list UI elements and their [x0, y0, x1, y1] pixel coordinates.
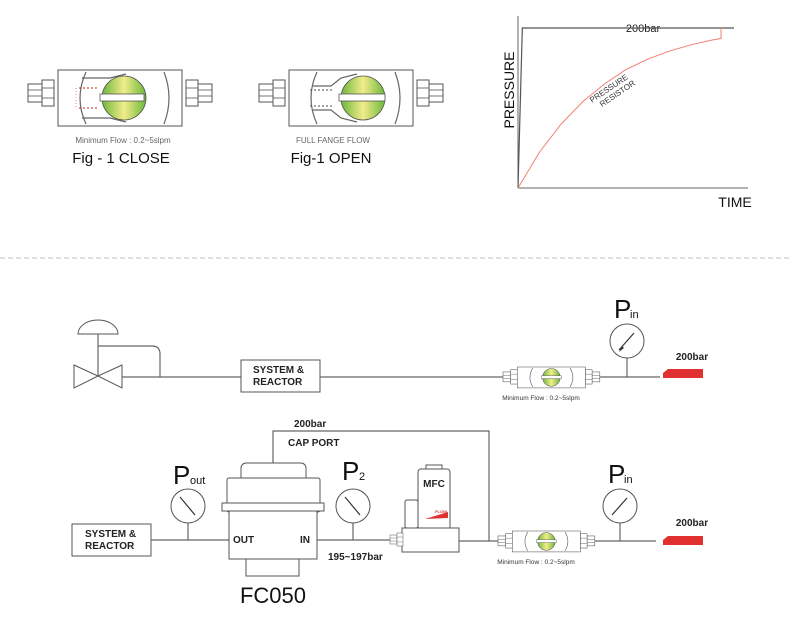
valve-open-figure — [258, 69, 444, 127]
mfc-device — [389, 464, 460, 553]
flow-arrow-icon — [663, 536, 703, 545]
inlet-pressure-label: 200bar — [676, 518, 708, 529]
gauge-out-label: P — [173, 460, 190, 490]
flow-arrow-icon — [663, 369, 703, 378]
pressure-gauge-out-icon — [170, 488, 206, 524]
flow-arrow-icon — [425, 512, 448, 519]
in-port-label: IN — [300, 535, 310, 546]
flow-dots — [75, 87, 97, 109]
valve-close-subcaption: Minimum Flow : 0.2~5slpm — [75, 136, 171, 145]
flow-limiting-valve-icon — [497, 530, 596, 553]
out-port-label: OUT — [233, 535, 254, 546]
inlet-pressure-label: 200bar — [676, 352, 708, 363]
system-reactor-label-1: SYSTEM & — [253, 365, 304, 376]
pressure-gauge-in-icon — [602, 488, 638, 524]
series-direct — [517, 27, 734, 189]
system-reactor-label-1: SYSTEM & — [85, 529, 136, 540]
gauge-in-label: P — [614, 294, 631, 324]
gauge-in-sub: in — [624, 474, 633, 486]
gauge-in-sub: in — [630, 309, 639, 321]
system-reactor-box — [71, 523, 152, 557]
gauge-out-sub: out — [190, 475, 205, 487]
device-name: FC050 — [240, 583, 306, 608]
flow-dots — [310, 89, 332, 107]
pressure-gauge-2-icon — [335, 488, 371, 524]
gauge-2-sub: 2 — [359, 471, 365, 483]
mfc-flow-label: FLOW — [435, 509, 447, 514]
cap-port-label: CAP PORT — [288, 438, 340, 449]
diagram-2: SYSTEM & REACTOR P out OUT IN FC050 200b… — [71, 419, 708, 608]
valve-caption: Minimum Flow : 0.2~5slpm — [502, 395, 579, 402]
pressure-resistor-annotation: PRESSURE RESISTOR — [588, 73, 637, 109]
system-reactor-label-2: REACTOR — [253, 377, 303, 388]
valve-open-subcaption: FULL FANGE FLOW — [296, 136, 370, 145]
fc050-device — [221, 462, 325, 577]
diagram-1: SYSTEM & REACTOR Minimum Flow : 0.2~5slp… — [73, 294, 708, 402]
valve-close-figure — [27, 69, 213, 127]
series-pressure-resistor — [517, 28, 722, 189]
y-axis-label: PRESSURE — [501, 51, 517, 128]
x-axis-label: TIME — [718, 194, 751, 210]
annotation-200bar: 200bar — [626, 23, 661, 35]
gauge-2-label: P — [342, 456, 359, 486]
system-reactor-box — [240, 359, 321, 393]
valve-open-caption: Fig-1 OPEN — [291, 150, 372, 167]
system-reactor-label-2: REACTOR — [85, 541, 135, 552]
cap-pressure-label: 200bar — [294, 419, 326, 430]
valve-caption: Minimum Flow : 0.2~5slpm — [497, 559, 574, 566]
flow-limiting-valve-icon — [502, 366, 601, 389]
mid-pressure-label: 195~197bar — [328, 552, 383, 563]
valve-close-caption: Fig - 1 CLOSE — [72, 150, 170, 167]
mfc-label: MFC — [423, 479, 445, 490]
pressure-time-chart: PRESSURE TIME 200bar PRESSURE RESISTOR — [501, 16, 752, 210]
gauge-in-label: P — [608, 459, 625, 489]
control-valve-icon — [73, 319, 161, 389]
pressure-gauge-in-icon — [609, 323, 645, 359]
